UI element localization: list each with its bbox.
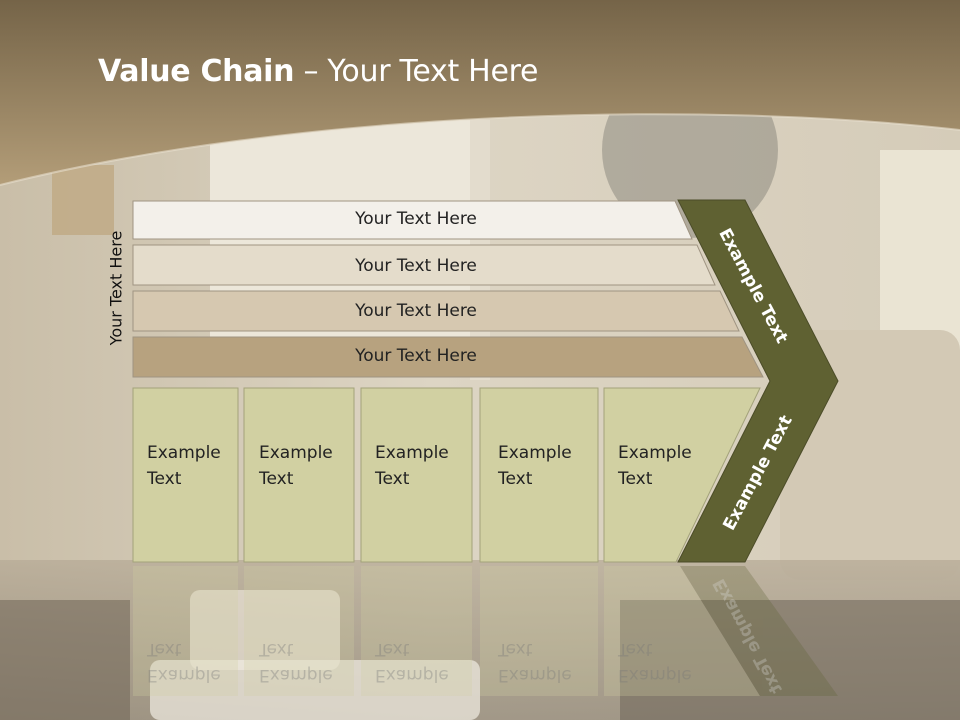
card-4-reflection-line2: Text bbox=[498, 639, 533, 659]
card-2-line1: Example bbox=[259, 443, 333, 463]
band-1-shape[interactable] bbox=[132, 200, 693, 240]
card-1-shape[interactable] bbox=[132, 387, 239, 563]
card-1-line2: Text bbox=[147, 469, 182, 489]
band-4-text: Your Text Here bbox=[355, 346, 477, 366]
card-2-reflection-line1: Example bbox=[259, 665, 333, 685]
card-3-line1: Example bbox=[375, 443, 449, 463]
card-1-reflection-line2: Text bbox=[147, 639, 182, 659]
card-3-line2: Text bbox=[375, 469, 410, 489]
card-4-shape[interactable] bbox=[479, 387, 599, 563]
band-3-text: Your Text Here bbox=[355, 301, 477, 321]
card-5-line1: Example bbox=[618, 443, 692, 463]
card-4-line2: Text bbox=[498, 469, 533, 489]
card-5-reflection-line1: Example bbox=[618, 665, 692, 685]
card-5-reflection: Example Text bbox=[618, 636, 718, 688]
card-4-line1: Example bbox=[498, 443, 572, 463]
title-bold-part: Value Chain bbox=[98, 54, 295, 89]
card-4-reflection-line1: Example bbox=[498, 665, 572, 685]
chevron-arrow[interactable] bbox=[677, 199, 839, 563]
title-rest-part: – Your Text Here bbox=[294, 54, 539, 89]
band-1-text: Your Text Here bbox=[355, 209, 477, 229]
card-5-line2: Text bbox=[618, 469, 653, 489]
card-3-reflection-line1: Example bbox=[375, 665, 449, 685]
card-5-reflection-line2: Text bbox=[618, 639, 653, 659]
band-4-shape[interactable] bbox=[132, 336, 764, 378]
card-2-reflection-line2: Text bbox=[259, 639, 294, 659]
reflection bbox=[133, 566, 838, 696]
band-2-shape[interactable] bbox=[132, 244, 716, 286]
band-2-text: Your Text Here bbox=[355, 256, 477, 276]
card-5-shape[interactable] bbox=[603, 387, 761, 563]
card-2-reflection: Example Text bbox=[259, 636, 359, 688]
card-1-reflection: Example Text bbox=[147, 636, 247, 688]
band-3-shape[interactable] bbox=[132, 290, 740, 332]
slide-title: Value Chain – Your Text Here bbox=[98, 54, 538, 89]
card-4-reflection: Example Text bbox=[498, 636, 598, 688]
card-3-reflection-line2: Text bbox=[375, 639, 410, 659]
card-1-reflection-line1: Example bbox=[147, 665, 221, 685]
card-2-line2: Text bbox=[259, 469, 294, 489]
card-3-reflection: Example Text bbox=[375, 636, 475, 688]
card-2-shape[interactable] bbox=[243, 387, 355, 563]
card-3-shape[interactable] bbox=[360, 387, 473, 563]
card-1-line1: Example bbox=[147, 443, 221, 463]
